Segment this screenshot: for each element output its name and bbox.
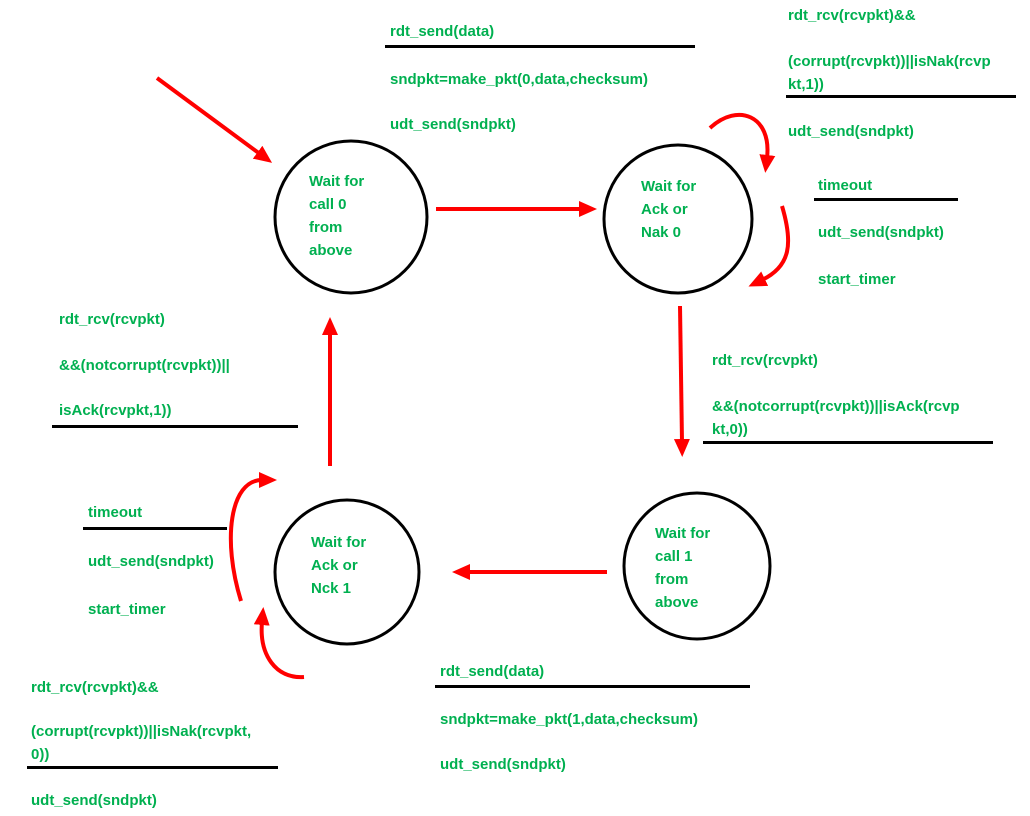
transition-label-send0-action1: sndpkt=make_pkt(0,data,checksum) (390, 71, 649, 88)
self-loop-acknck1-timeout (228, 472, 277, 602)
state-label-line: Nck 1 (311, 580, 352, 597)
transition-label-nak0-event2: (corrupt(rcvpkt))||isNak(rcvp (788, 53, 991, 70)
transition-label-ack1-event1: rdt_rcv(rcvpkt) (59, 311, 165, 328)
label-underline-send1 (435, 685, 750, 688)
transition-label-send0-action2: udt_send(sndpkt) (390, 116, 516, 133)
state-label-line: Wait for (655, 525, 711, 542)
label-underline-timeout0 (814, 198, 958, 201)
state-label-wait-call-0: Wait for call 0 from above (309, 170, 364, 262)
transition-label-nak1-event2: (corrupt(rcvpkt))||isNak(rcvpkt, (31, 723, 252, 740)
state-label-line: Ack or (311, 557, 358, 574)
arrow-acknak0-to-call1 (673, 305, 690, 457)
transition-label-timeout1-action1: udt_send(sndpkt) (88, 553, 214, 570)
transition-label-nak1-action: udt_send(sndpkt) (31, 792, 157, 809)
transition-label-ack1-event3: isAck(rcvpkt,1)) (59, 402, 172, 419)
self-loop-acknak0-timeout (748, 205, 791, 287)
label-underline-ack1 (52, 425, 298, 428)
self-loop-acknak0-corrupt (708, 112, 776, 173)
state-label-line: Wait for (309, 173, 365, 190)
label-underline-timeout1 (83, 527, 227, 530)
label-underline-nak1 (27, 766, 278, 769)
state-label-line: call 0 (309, 196, 347, 213)
state-label-line: Wait for (311, 534, 367, 551)
transition-label-timeout1-event: timeout (88, 504, 143, 521)
state-label-line: from (309, 219, 343, 236)
state-label-line: Wait for (641, 178, 697, 195)
transition-label-send1-event: rdt_send(data) (440, 663, 545, 680)
state-label-wait-acknck-1: Wait for Ack or Nck 1 (311, 531, 366, 600)
state-circle-wait-acknck-1 (273, 498, 421, 646)
state-label-line: Nak 0 (641, 224, 682, 241)
state-label-line: above (655, 594, 699, 611)
state-circle-wait-call-0 (273, 139, 429, 295)
transition-label-timeout1-action2: start_timer (88, 601, 166, 618)
transition-label-timeout0-action1: udt_send(sndpkt) (818, 224, 944, 241)
state-label-wait-acknak-0: Wait for Ack or Nak 0 (641, 175, 696, 244)
label-underline-ack0 (703, 441, 993, 444)
transition-label-timeout0-action2: start_timer (818, 271, 896, 288)
state-label-line: Ack or (641, 201, 688, 218)
state-label-wait-call-1: Wait for call 1 from above (655, 522, 710, 614)
transition-label-send1-action1: sndpkt=make_pkt(1,data,checksum) (440, 711, 699, 728)
state-circle-wait-call-1 (622, 491, 772, 641)
transition-label-nak0-action: udt_send(sndpkt) (788, 123, 914, 140)
transition-label-ack1-event2: &&(notcorrupt(rcvpkt))|| (59, 357, 230, 374)
transition-label-ack0-event2: &&(notcorrupt(rcvpkt))||isAck(rcvp (712, 398, 960, 415)
transition-label-nak1-event3: 0)) (31, 746, 50, 763)
state-label-line: above (309, 242, 353, 259)
transition-label-nak0-event1: rdt_rcv(rcvpkt)&& (788, 7, 916, 24)
transition-label-ack0-event1: rdt_rcv(rcvpkt) (712, 352, 818, 369)
transition-label-send1-action2: udt_send(sndpkt) (440, 756, 566, 773)
transition-label-nak1-event1: rdt_rcv(rcvpkt)&& (31, 679, 159, 696)
transition-label-ack0-event3: kt,0)) (712, 421, 748, 438)
transition-label-nak0-event3: kt,1)) (788, 76, 824, 93)
transition-label-send0-event: rdt_send(data) (390, 23, 495, 40)
state-label-line: call 1 (655, 548, 693, 565)
label-underline-nak0 (786, 95, 1016, 98)
state-circle-wait-acknak-0 (602, 143, 754, 295)
initial-state-arrow (155, 76, 273, 163)
transition-label-timeout0-event: timeout (818, 177, 873, 194)
label-underline-send0 (385, 45, 695, 48)
state-label-line: from (655, 571, 689, 588)
self-loop-acknck1-corrupt (253, 607, 305, 680)
